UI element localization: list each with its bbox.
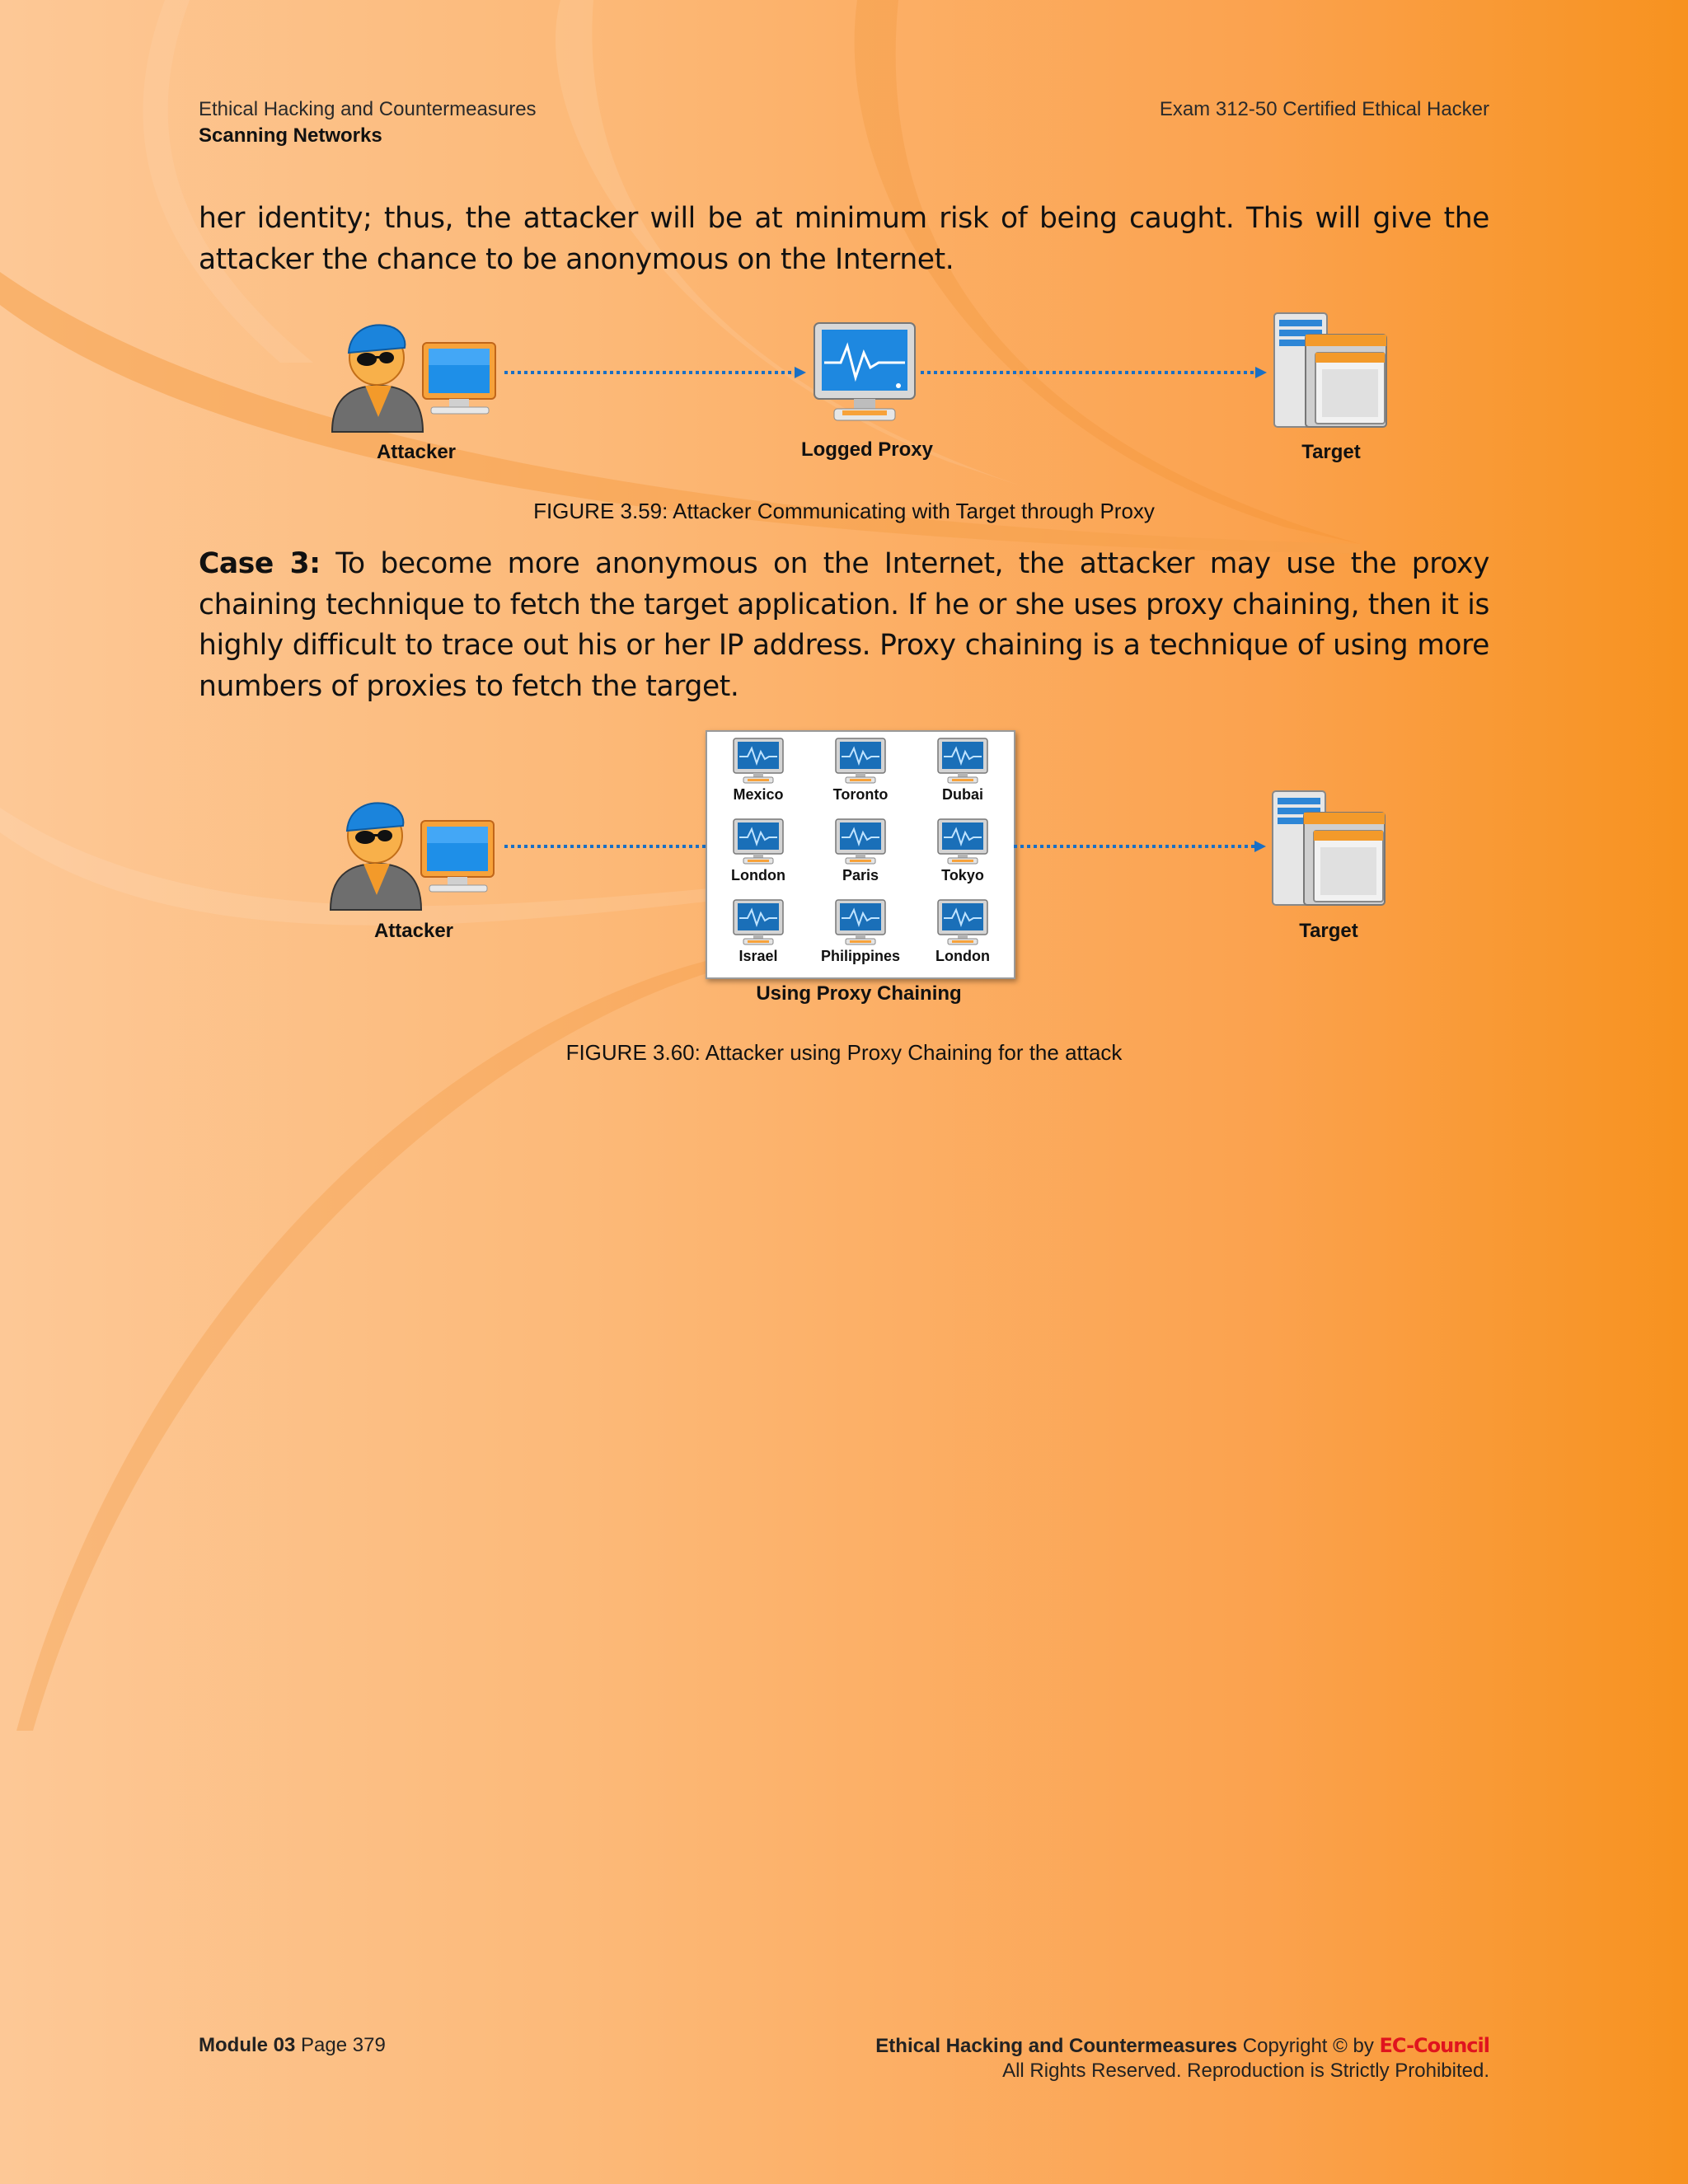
proxy-location-label: Mexico [733,786,784,803]
fig1-target-label: Target [1301,441,1361,463]
proxy-monitor-icon [814,322,916,421]
proxy-location-label: London [731,867,785,883]
footer-page-number: Page 379 [295,2034,386,2056]
proxy-monitor-icon [912,818,1014,865]
proxy-node: London [707,813,809,893]
proxy-location-label: Toronto [832,786,889,803]
fig2-attacker-label: Attacker [373,920,454,942]
proxy-monitor-icon [707,737,809,785]
target-server-icon [1272,790,1386,906]
footer-rights: All Rights Reserved. Reproduction is Str… [1002,2060,1489,2082]
footer-council: EC-Council [1379,2034,1490,2057]
attacker-icon [331,324,496,433]
proxy-monitor-icon [707,818,809,865]
case3-label: Case 3: [199,547,321,580]
proxy-node: London [912,893,1014,974]
figure-3-59-caption: FIGURE 3.59: Attacker Communicating with… [533,499,1155,523]
target-server-icon [1273,312,1387,428]
footer-copyright-text: Copyright © by [1237,2035,1380,2057]
proxy-monitor-icon [912,737,1014,785]
proxy-node: Paris [809,813,912,893]
body-paragraph-1: her identity; thus, the attacker will be… [199,202,1489,276]
figure-3-59: Attacker Logged Proxy Target [0,305,1688,470]
arrow-attacker-to-chain [504,845,706,848]
arrow-proxy-to-target [921,367,1267,378]
arrow-attacker-to-proxy [504,367,806,378]
proxy-node: Tokyo [912,813,1014,893]
header-left: Ethical Hacking and Countermeasures Scan… [199,96,537,149]
header-course-title: Ethical Hacking and Countermeasures [199,98,537,120]
header-module-title: Scanning Networks [199,124,382,147]
proxy-node: Dubai [912,732,1014,813]
fig2-target-label: Target [1299,920,1358,942]
figure-3-60-caption: FIGURE 3.60: Attacker using Proxy Chaini… [565,1040,1123,1065]
case3-text: To become more anonymous on the Internet… [199,547,1489,703]
attacker-icon [329,802,495,911]
arrow-chain-to-target [1014,841,1266,852]
footer-module: Module 03 [199,2034,296,2056]
fig2-chain-label: Using Proxy Chaining [756,982,962,1005]
proxy-monitor-icon [809,818,912,865]
proxy-location-label: London [935,948,990,964]
proxy-location-label: Israel [738,948,778,964]
proxy-monitor-icon [809,737,912,785]
proxy-node: Toronto [809,732,912,813]
proxy-node: Philippines [809,893,912,974]
proxy-location-label: Philippines [820,948,900,964]
proxy-node: Israel [707,893,809,974]
header-exam-title: Exam 312-50 Certified Ethical Hacker [1159,98,1489,120]
proxy-location-label: Tokyo [941,867,984,883]
footer-page-info: Module 03 Page 379 [199,2033,386,2058]
proxy-location-label: Paris [842,867,879,883]
fig1-attacker-label: Attacker [376,441,457,463]
fig1-proxy-label: Logged Proxy [800,438,934,461]
footer-copyright: Ethical Hacking and Countermeasures Copy… [875,2033,1490,2083]
proxy-monitor-icon [809,898,912,946]
proxy-location-label: Dubai [941,786,983,803]
proxy-monitor-icon [912,898,1014,946]
footer-brand: Ethical Hacking and Countermeasures [875,2035,1238,2057]
body-paragraph-case3: Case 3: To become more anonymous on the … [199,544,1489,707]
proxy-monitor-icon [707,898,809,946]
proxy-node: Mexico [707,732,809,813]
